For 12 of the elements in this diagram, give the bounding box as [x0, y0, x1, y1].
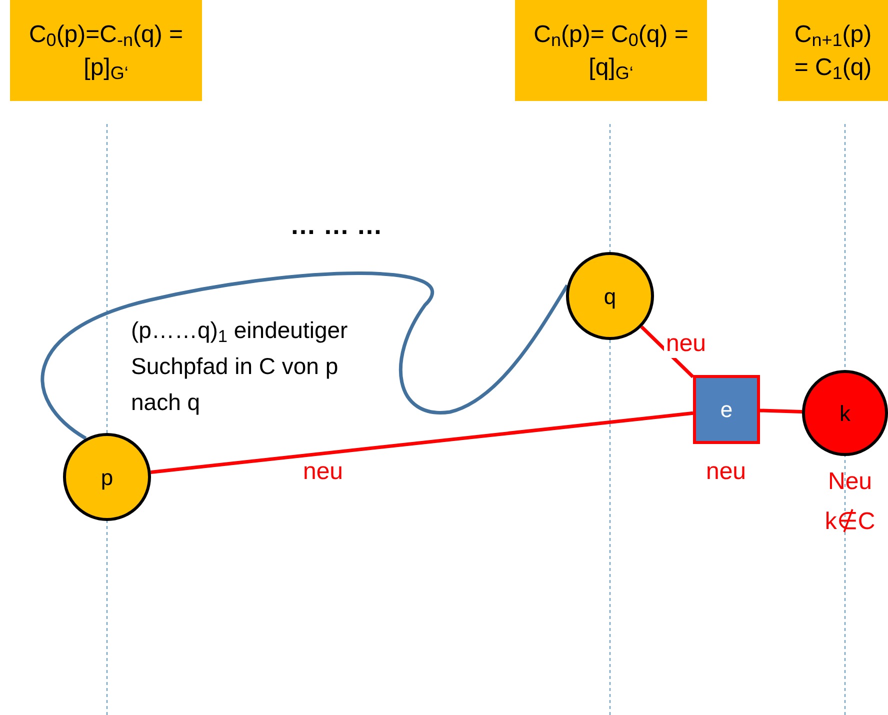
ellipsis-text: … … … — [290, 209, 382, 242]
header-box: C$_{n}$(p)= C$_{0}$(q) = [q]$_{G‘}$ — [515, 0, 707, 101]
header-box: C$_{0}$(p)=C$_{-n}$(q) = [p]$_{G‘}$ — [10, 0, 202, 101]
connector-line — [150, 411, 694, 474]
connector-line — [760, 408, 802, 414]
connector-line — [640, 325, 694, 378]
node-caption: Neu — [828, 467, 872, 497]
node-caption: k∉C — [824, 507, 876, 537]
node-square: e — [693, 375, 760, 444]
annotation-text: (p……q)$_{1}$ eindeutiger Suchpfad in C von p nach q — [131, 316, 349, 417]
node-caption: neu — [706, 457, 746, 487]
header-box: C$_{n+1}$(p) = C$_{1}$(q) — [778, 0, 888, 101]
